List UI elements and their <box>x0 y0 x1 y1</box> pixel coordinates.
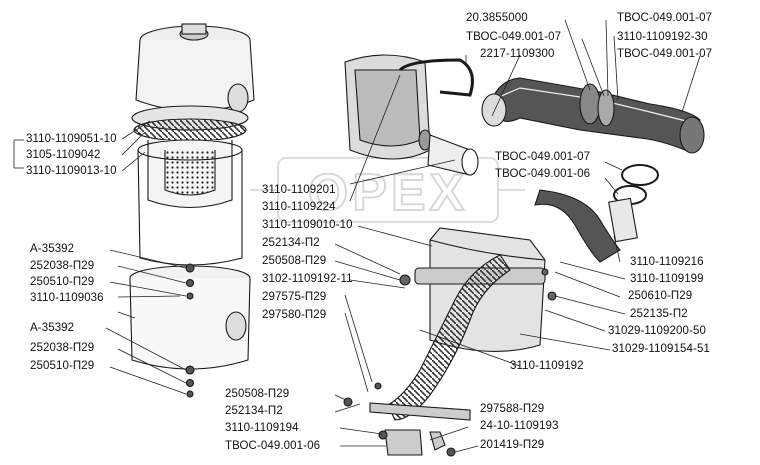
part-label-tvos-049-001-07-top[interactable]: ТВОС-049.001-07 <box>617 12 713 24</box>
air-cleaner-cover <box>135 23 255 113</box>
part-label-250610-p29[interactable]: 250610-П29 <box>628 290 693 302</box>
part-label-tvos-049-001-07-b[interactable]: ТВОС-049.001-07 <box>466 31 562 43</box>
part-label-3110-1109036[interactable]: 3110-1109036 <box>30 292 104 304</box>
part-label-252135-p2[interactable]: 252135-П2 <box>630 308 688 320</box>
part-label-252134-p2-b[interactable]: 252134-П2 <box>225 405 283 417</box>
housing-lower <box>129 263 251 398</box>
part-label-252038-p29-b[interactable]: 252038-П29 <box>30 342 95 354</box>
part-label-250508-p29-b[interactable]: 250508-П29 <box>225 388 290 400</box>
part-label-297588-p29[interactable]: 297588-П29 <box>480 403 545 415</box>
part-label-3110-1109201[interactable]: 3110-1109201 <box>262 184 336 196</box>
part-label-297575-p29[interactable]: 297575-П29 <box>262 291 327 303</box>
part-label-297580-p29[interactable]: 297580-П29 <box>262 309 327 321</box>
elbow-hose <box>534 189 638 263</box>
part-label-3110-1109013-10[interactable]: 3110-1109013-10 <box>26 165 117 177</box>
part-label-250510-p29-b[interactable]: 250510-П29 <box>30 360 95 372</box>
part-label-3102-1109192-11[interactable]: 3102-1109192-11 <box>262 273 353 285</box>
part-label-31029-1109154-51[interactable]: 31029-1109154-51 <box>612 343 710 355</box>
resonator-bracket <box>398 58 474 97</box>
part-label-3110-1109051-10[interactable]: 3110-1109051-10 <box>26 133 117 145</box>
part-label-3110-1109216[interactable]: 3110-1109216 <box>630 256 704 268</box>
part-label-250508-p29-a[interactable]: 250508-П29 <box>262 255 327 267</box>
part-label-3110-1109192-30[interactable]: 3110-1109192-30 <box>617 31 708 43</box>
part-label-3110-1109192[interactable]: 3110-1109192 <box>510 360 584 372</box>
part-label-tvos-049-001-07-d[interactable]: ТВОС-049.001-07 <box>495 151 591 163</box>
part-label-a-35392-a[interactable]: А-35392 <box>30 243 75 255</box>
part-label-252134-p2-a[interactable]: 252134-П2 <box>262 237 320 249</box>
leader-lines <box>13 19 701 453</box>
part-label-3110-1109194[interactable]: 3110-1109194 <box>225 422 299 434</box>
part-label-tvos-049-001-07-c[interactable]: ТВОС-049.001-07 <box>617 48 713 60</box>
part-label-2217-1109300[interactable]: 2217-1109300 <box>480 48 555 60</box>
part-label-252038-p29-a[interactable]: 252038-П29 <box>30 260 95 272</box>
hose-clamp <box>613 164 659 205</box>
part-label-3110-1109010-10[interactable]: 3110-1109010-10 <box>262 219 353 231</box>
part-label-3110-1109199[interactable]: 3110-1109199 <box>630 273 704 285</box>
part-label-250510-p29-a[interactable]: 250510-П29 <box>30 276 95 288</box>
intake-hose <box>481 77 705 154</box>
part-label-a-35392-b[interactable]: А-35392 <box>30 322 75 334</box>
part-label-201419-p29[interactable]: 201419-П29 <box>480 439 545 451</box>
svg-text:OPEX: OPEX <box>308 164 469 222</box>
part-label-3110-1109224[interactable]: 3110-1109224 <box>262 201 336 213</box>
part-label-tvos-049-001-06-b[interactable]: ТВОС-049.001-06 <box>225 440 321 452</box>
watermark-logo: OPEX <box>250 157 525 223</box>
part-label-20-3855000[interactable]: 20.3855000 <box>466 12 528 24</box>
part-label-24-10-1109193[interactable]: 24-10-1109193 <box>480 420 559 432</box>
part-label-3105-1109042[interactable]: 3105-1109042 <box>26 149 101 161</box>
part-label-tvos-049-001-06-a[interactable]: ТВОС-049.001-06 <box>495 168 591 180</box>
filter-element <box>131 105 249 209</box>
part-label-31029-1109200-50[interactable]: 31029-1109200-50 <box>608 325 706 337</box>
